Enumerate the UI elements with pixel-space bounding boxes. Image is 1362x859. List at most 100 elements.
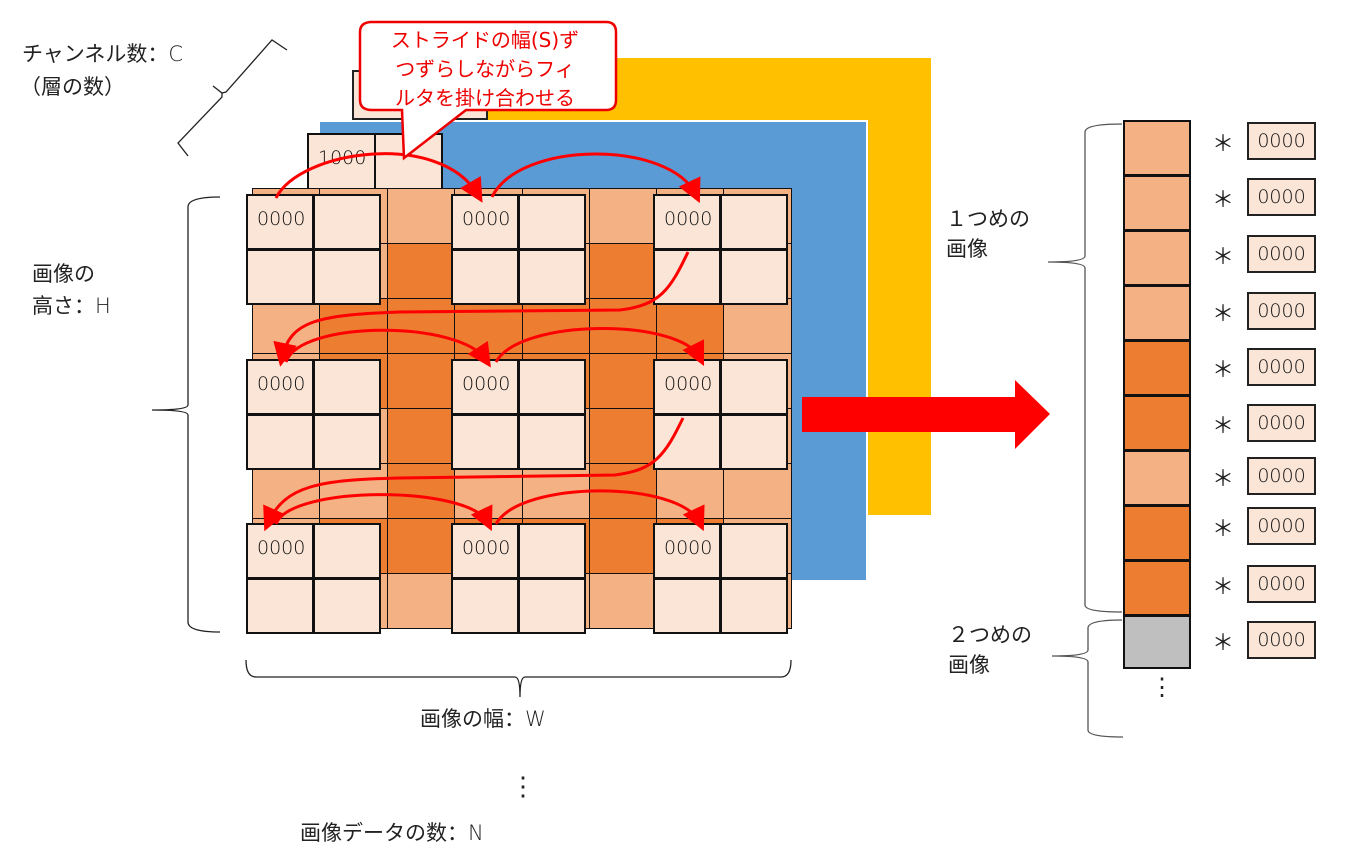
channel-bracket-icon (177, 39, 288, 157)
filter-cell-back (374, 133, 443, 190)
channels-sublabel: （層の数） (20, 75, 125, 99)
filter-cell (720, 523, 788, 579)
filter-cell (313, 523, 381, 579)
first-image-label: １つめの 画像 (946, 207, 1030, 261)
filter-cell: 0000 (451, 359, 519, 415)
grid-cell (723, 463, 792, 519)
filter-cell: 0000 (451, 523, 519, 579)
filter-cell (451, 578, 519, 634)
multiply-icon: ＊ (1212, 188, 1235, 213)
flattened-cell (1123, 505, 1191, 561)
filter-cell (720, 414, 788, 470)
flattened-cell (1123, 615, 1191, 669)
filter-cell-back: 1000 (307, 133, 376, 190)
grid-cell (589, 518, 657, 574)
height-label: 画像の 高さ：H (32, 262, 111, 318)
filter-cell: 0000 (653, 194, 721, 250)
grid-cell (454, 298, 523, 354)
grid-cell (589, 353, 657, 409)
filter-cell (518, 359, 586, 415)
first-image-bracket-icon (1047, 123, 1123, 613)
multiply-icon: ＊ (1212, 358, 1235, 383)
weight-value-box: 0000 (1247, 507, 1316, 545)
filter-cell (313, 578, 381, 634)
filter-cell (720, 194, 788, 250)
multiply-icon: ＊ (1212, 414, 1235, 439)
filter-cell (313, 249, 381, 305)
second-image-label: ２つめの 画像 (948, 623, 1032, 677)
grid-cell (387, 573, 455, 629)
num-images-label: 画像データの数：N (300, 821, 484, 845)
flattened-cell (1123, 560, 1191, 616)
grid-cell (387, 353, 455, 409)
grid-cell (589, 298, 657, 354)
filter-cell: 0000 (246, 194, 314, 250)
filter-cell (246, 249, 314, 305)
weight-value-box: 0000 (1247, 235, 1316, 273)
weight-value-box: 0000 (1247, 292, 1316, 330)
grid-cell (252, 463, 320, 519)
weight-value-box: 0000 (1247, 404, 1316, 442)
multiply-icon: ＊ (1212, 467, 1235, 492)
grid-cell (589, 408, 657, 464)
filter-cell (518, 578, 586, 634)
grid-cell (589, 463, 657, 519)
flattened-cell (1123, 175, 1191, 231)
weight-value-box: 0000 (1247, 621, 1316, 659)
grid-cell (387, 463, 455, 519)
grid-cell (723, 298, 792, 354)
multiply-icon: ＊ (1212, 132, 1235, 157)
filter-cell: 0000 (246, 359, 314, 415)
vertical-ellipsis: ⋮ (510, 772, 536, 802)
filter-cell (720, 249, 788, 305)
flattened-cell (1123, 230, 1191, 286)
width-bracket-icon (245, 659, 792, 698)
filter-cell (653, 578, 721, 634)
grid-cell (656, 463, 724, 519)
multiply-icon: ＊ (1212, 245, 1235, 270)
grid-cell (387, 188, 455, 244)
grid-cell (252, 298, 320, 354)
multiply-icon: ＊ (1212, 575, 1235, 600)
grid-cell (454, 463, 523, 519)
grid-cell (319, 463, 388, 519)
weight-value-box: 0000 (1247, 178, 1316, 216)
grid-cell (387, 408, 455, 464)
filter-cell (518, 523, 586, 579)
multiply-icon: ＊ (1212, 302, 1235, 327)
weight-value-box: 0000 (1247, 457, 1316, 495)
grid-cell (387, 243, 455, 299)
flattened-cell (1123, 450, 1191, 506)
multiply-icon: ＊ (1212, 631, 1235, 656)
weight-value-box: 0000 (1247, 122, 1316, 160)
filter-cell (518, 249, 586, 305)
second-image-bracket-icon (1051, 619, 1124, 738)
flattened-cell (1123, 395, 1191, 451)
filter-cell (246, 414, 314, 470)
flattened-cell (1123, 285, 1191, 341)
width-label: 画像の幅：W (420, 707, 546, 731)
height-bracket-icon (151, 196, 221, 633)
filter-cell: 0000 (246, 523, 314, 579)
grid-cell (387, 298, 455, 354)
column-ellipsis: ⋮ (1150, 673, 1174, 701)
filter-cell (653, 249, 721, 305)
filter-cell (653, 414, 721, 470)
filter-cell (518, 194, 586, 250)
grid-cell (522, 463, 590, 519)
filter-cell (720, 359, 788, 415)
grid-cell (589, 573, 657, 629)
filter-cell: 0000 (653, 359, 721, 415)
filter-cell (720, 578, 788, 634)
filter-cell (246, 578, 314, 634)
grid-cell (522, 298, 590, 354)
flattened-cell (1123, 120, 1191, 176)
grid-cell (589, 243, 657, 299)
grid-cell (656, 298, 724, 354)
weight-value-box: 0000 (1247, 565, 1316, 603)
grid-cell (319, 298, 388, 354)
filter-cell (313, 359, 381, 415)
callout-text: ストライドの幅(S)ず つずらしながらフィ ルタを掛け合わせる (390, 28, 580, 110)
filter-cell: 0000 (653, 523, 721, 579)
filter-cell (313, 194, 381, 250)
